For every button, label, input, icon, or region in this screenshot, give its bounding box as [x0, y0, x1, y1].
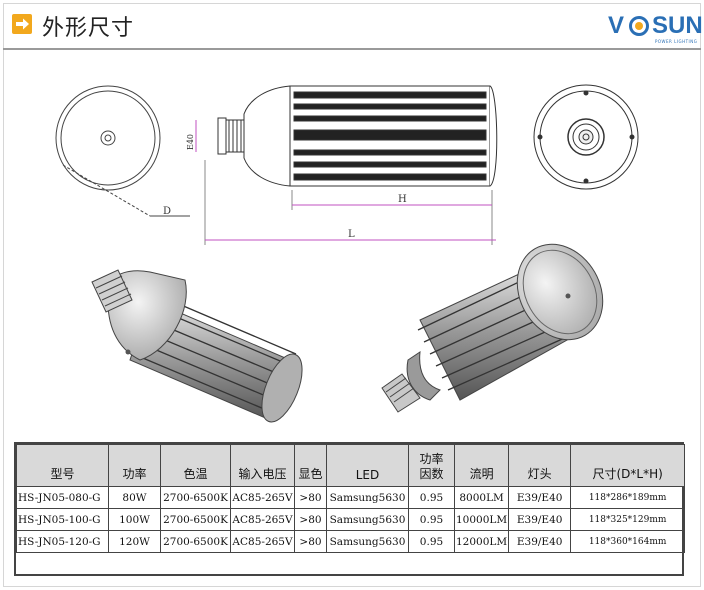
- spec-table: 型号 功率 色温 输入电压 显色 LED 功率 因数 流明 灯头 尺寸(D*L*…: [16, 444, 686, 553]
- page-header: 外形尺寸 V SUN POWER LIGHTING: [0, 0, 704, 50]
- front-view: [55, 85, 190, 217]
- table-row: HS-JN05-120-G 120W 2700-6500K AC85-265V …: [16, 530, 686, 553]
- cell-power-factor: 0.95: [408, 508, 455, 531]
- header-color-temp: 色温: [160, 444, 231, 487]
- cell-model: HS-JN05-100-G: [16, 508, 109, 531]
- cell-input-voltage: AC85-265V: [230, 508, 295, 531]
- header-power: 功率: [108, 444, 161, 487]
- cell-base: E39/E40: [508, 508, 572, 531]
- back-view: [533, 84, 639, 190]
- page-frame: [3, 3, 701, 587]
- cell-size: 118*360*164mm: [570, 530, 686, 553]
- cell-led: Samsung5630: [326, 486, 409, 509]
- label-h: H: [398, 194, 407, 205]
- cell-led: Samsung5630: [326, 530, 409, 553]
- header-led: LED: [326, 444, 409, 487]
- label-d: D: [163, 206, 171, 217]
- cell-size: 118*286*189mm: [570, 486, 686, 509]
- cell-power: 120W: [108, 530, 161, 553]
- cell-color-temp: 2700-6500K: [160, 530, 231, 553]
- cell-power-factor: 0.95: [408, 486, 455, 509]
- perspective-view-left: [91, 269, 303, 423]
- logo-tagline: POWER LIGHTING: [655, 39, 698, 44]
- cell-lumen: 10000LM: [453, 508, 510, 531]
- table-row: HS-JN05-080-G 80W 2700-6500K AC85-265V >…: [16, 486, 686, 509]
- dimension-drawing: D H L E40: [55, 84, 639, 423]
- arrow-right-icon: [12, 14, 32, 34]
- cell-power: 100W: [108, 508, 161, 531]
- header-lumen: 流明: [453, 444, 510, 487]
- header-base: 灯头: [508, 444, 572, 487]
- brand-logo: V SUN POWER LIGHTING: [608, 12, 704, 44]
- cell-power: 80W: [108, 486, 161, 509]
- header-input-voltage: 输入电压: [230, 444, 295, 487]
- cell-model: HS-JN05-120-G: [16, 530, 109, 553]
- table-header-row: 型号 功率 色温 输入电压 显色 LED 功率 因数 流明 灯头 尺寸(D*L*…: [16, 444, 686, 487]
- cell-cri: >80: [294, 486, 327, 509]
- cell-cri: >80: [294, 508, 327, 531]
- cell-input-voltage: AC85-265V: [230, 486, 295, 509]
- cell-lumen: 12000LM: [453, 530, 510, 553]
- cell-color-temp: 2700-6500K: [160, 508, 231, 531]
- sun-ring-icon: [629, 16, 649, 36]
- cell-lumen: 8000LM: [453, 486, 510, 509]
- logo-letter-v: V: [608, 12, 625, 39]
- header-divider: [3, 48, 701, 50]
- cell-size: 118*325*129mm: [570, 508, 686, 531]
- page-title: 外形尺寸: [42, 16, 135, 41]
- table-row: HS-JN05-100-G 100W 2700-6500K AC85-265V …: [16, 508, 686, 531]
- cell-led: Samsung5630: [326, 508, 409, 531]
- cell-color-temp: 2700-6500K: [160, 486, 231, 509]
- header-power-factor: 功率 因数: [408, 444, 455, 487]
- side-view: [195, 85, 498, 245]
- logo-letters-sun: SUN: [652, 12, 703, 39]
- cell-model: HS-JN05-080-G: [16, 486, 109, 509]
- cell-base: E39/E40: [508, 530, 572, 553]
- label-l: L: [348, 229, 355, 240]
- label-e40: E40: [186, 134, 195, 150]
- header-size: 尺寸(D*L*H): [570, 444, 686, 487]
- cell-base: E39/E40: [508, 486, 572, 509]
- header-model: 型号: [16, 444, 109, 487]
- header-cri: 显色: [294, 444, 327, 487]
- cell-input-voltage: AC85-265V: [230, 530, 295, 553]
- cell-cri: >80: [294, 530, 327, 553]
- cell-power-factor: 0.95: [408, 530, 455, 553]
- perspective-view-right: [381, 243, 604, 413]
